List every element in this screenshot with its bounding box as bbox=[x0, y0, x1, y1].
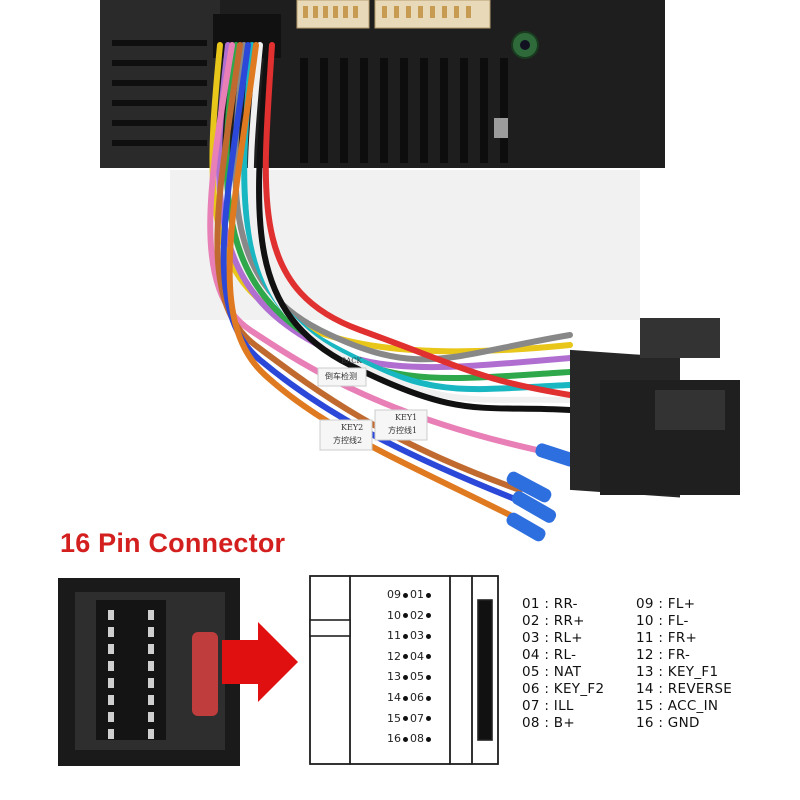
pin-number: 15 bbox=[387, 711, 401, 725]
pin-pair-row: 09 01 bbox=[387, 588, 433, 601]
tag-key1-label: KEY1 bbox=[395, 413, 418, 422]
legend-item: 05 : NAT bbox=[522, 664, 582, 680]
legend-item: 14 : REVERSE bbox=[636, 681, 733, 697]
pin-pair-row: 13 05 bbox=[387, 670, 433, 683]
pin-dot-icon bbox=[403, 654, 408, 660]
pin-number: 09 bbox=[387, 588, 401, 601]
pin-number: 04 bbox=[410, 649, 424, 663]
legend-item: 09 : FL+ bbox=[636, 596, 696, 612]
pin-number: 14 bbox=[387, 691, 401, 704]
legend-item: 08 : B+ bbox=[522, 715, 575, 731]
pin-dot-icon bbox=[403, 736, 408, 742]
legend-item: 10 : FL- bbox=[636, 613, 689, 629]
legend-item: 16 : GND bbox=[636, 715, 700, 731]
tag-key1-cn: 方控线1 bbox=[388, 426, 418, 435]
wire-bundle bbox=[207, 42, 573, 528]
pin-dot-icon bbox=[403, 633, 408, 639]
pin-number: 03 bbox=[410, 629, 424, 643]
pin-dot-icon bbox=[426, 736, 431, 742]
pin-dot-icon bbox=[403, 613, 408, 619]
arrow-icon bbox=[222, 622, 298, 702]
pin-pair-row: 14 06 bbox=[387, 691, 433, 704]
iso-plug bbox=[570, 318, 740, 498]
pin-number: 05 bbox=[410, 670, 424, 684]
pin-dot-icon bbox=[426, 674, 431, 680]
pin-dot-icon bbox=[403, 716, 408, 722]
tag-key1 bbox=[374, 409, 428, 441]
legend-item: 11 : FR+ bbox=[636, 630, 698, 646]
pin-pair-row: 10 02 bbox=[387, 609, 433, 622]
pin-dot-icon bbox=[426, 695, 431, 701]
pin-number: 10 bbox=[387, 608, 401, 622]
pin-dot-icon bbox=[426, 592, 431, 598]
pin-pair-row: 11 03 bbox=[387, 629, 433, 642]
legend-left: 01 : RR-02 : RR+03 : RL+04 : RL-05 : NAT… bbox=[522, 596, 604, 732]
pin-dot-icon bbox=[403, 674, 408, 680]
legend-item: 06 : KEY_F2 bbox=[522, 681, 605, 697]
tag-back-label: BACK bbox=[341, 357, 362, 365]
pinout-diagram bbox=[309, 575, 499, 765]
pin-dot-icon bbox=[403, 695, 408, 701]
crimp-terminals bbox=[506, 443, 577, 542]
legend-item: 02 : RR+ bbox=[522, 613, 585, 629]
tag-reverse-label: 倒车检测 bbox=[325, 372, 357, 381]
pin-dot-icon bbox=[426, 654, 431, 660]
pin-dot-icon bbox=[426, 633, 431, 639]
legend-right: 09 : FL+10 : FL-11 : FR+12 : FR-13 : KEY… bbox=[636, 596, 732, 732]
pin-number: 02 bbox=[410, 608, 424, 622]
pin-number: 13 bbox=[387, 670, 401, 684]
tag-key2 bbox=[319, 419, 373, 451]
legend-item: 15 : ACC_IN bbox=[636, 698, 719, 714]
pin-number: 16 bbox=[387, 732, 401, 746]
pin-number: 12 bbox=[387, 649, 401, 663]
head-unit bbox=[100, 0, 665, 168]
legend-item: 01 : RR- bbox=[522, 596, 578, 612]
pin-dot-icon bbox=[426, 716, 431, 722]
legend-item: 07 : ILL bbox=[522, 698, 574, 714]
tag-reverse bbox=[317, 367, 367, 387]
legend-item: 04 : RL- bbox=[522, 647, 577, 663]
pin-dot-icon bbox=[403, 592, 408, 598]
pin-pair-row: 12 04 bbox=[387, 650, 433, 663]
pin-number: 08 bbox=[410, 732, 424, 746]
pin-number: 06 bbox=[410, 691, 424, 704]
pin-number: 01 bbox=[410, 588, 424, 601]
legend-item: 12 : FR- bbox=[636, 647, 691, 663]
tag-key2-label: KEY2 bbox=[341, 423, 364, 432]
tag-key2-cn: 方控线2 bbox=[333, 436, 363, 445]
pin-number: 11 bbox=[387, 629, 401, 643]
legend-item: 13 : KEY_F1 bbox=[636, 664, 719, 680]
legend-item: 03 : RL+ bbox=[522, 630, 583, 646]
connector-title: 16 Pin Connector bbox=[60, 528, 286, 558]
connector-photo bbox=[58, 578, 240, 766]
pin-dot-icon bbox=[426, 613, 431, 619]
pin-number: 07 bbox=[410, 711, 424, 725]
